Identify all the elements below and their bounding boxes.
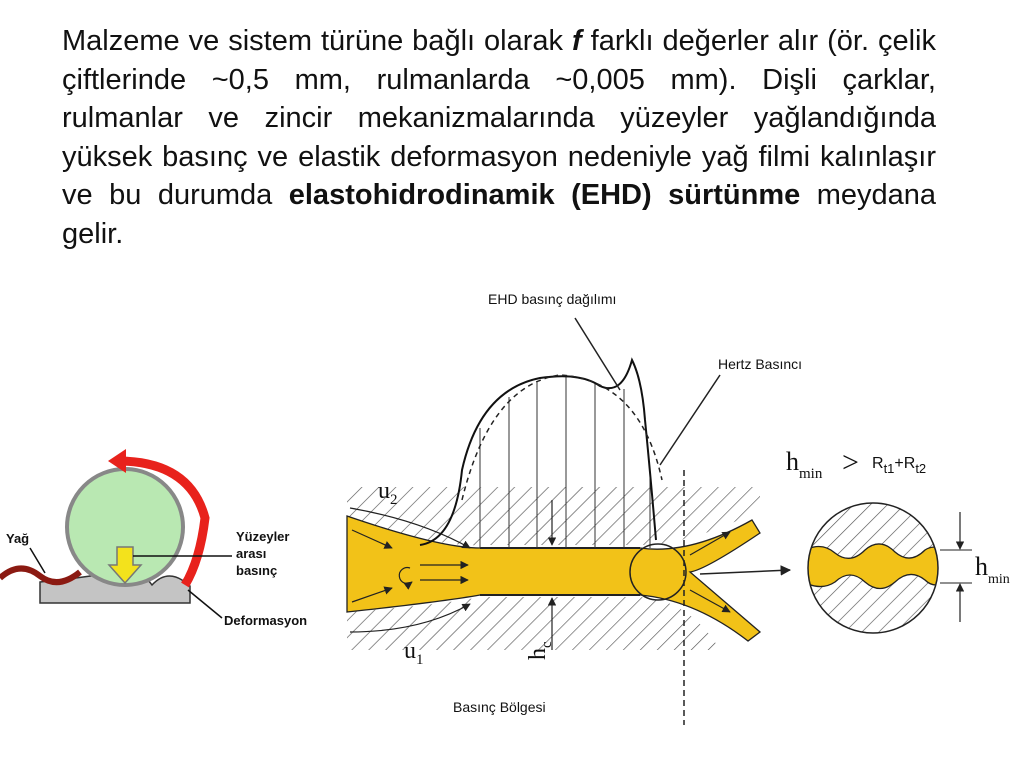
pressure-label-line-2: arası: [236, 546, 266, 561]
u1-label: u1: [404, 638, 424, 668]
left-figure: Yağ Yüzeyler arası basınç Deformasyon: [0, 449, 307, 628]
oil-label: Yağ: [6, 531, 29, 546]
greater-than-sign: >: [842, 446, 859, 479]
pressure-zone-label: Basınç Bölgesi: [453, 699, 546, 715]
u2-label: u2: [378, 478, 398, 508]
oil-wave: [0, 565, 82, 585]
rotation-arrow: [119, 456, 210, 588]
upper-solid: [347, 487, 760, 546]
ehd-figure: EHD basınç dağılımı Hertz Basıncı u2 u1 …: [346, 291, 802, 725]
paragraph-part-3: meydana gelir.: [62, 179, 937, 250]
lower-solid: [347, 597, 720, 650]
pressure-hatch-lines: [479, 375, 651, 548]
hc-label: hc: [525, 641, 555, 660]
hertz-pressure-label: Hertz Basıncı: [718, 356, 802, 372]
hmin-dimension-label: hmin: [975, 552, 1010, 587]
detail-figure: hmin > Rt1+Rt2 hmin: [786, 446, 1010, 634]
ehd-pressure-label: EHD basınç dağılımı: [488, 291, 616, 307]
rotation-arrowhead: [108, 449, 126, 473]
paragraph-part-1: Malzeme ve sistem türüne bağlı olarak: [62, 25, 573, 57]
body-paragraph: Malzeme ve sistem türüne bağlı olarak f …: [62, 22, 936, 253]
rough-oil-gap: [808, 543, 938, 590]
roughness-formula: Rt1+Rt2: [872, 455, 926, 476]
paragraph-part-2: farklı değerler alır (ör. çelik çiftleri…: [62, 25, 937, 211]
paragraph-f-symbol: f: [572, 25, 582, 57]
hmin-formula-left: hmin: [786, 447, 823, 482]
deformation-label: Deformasyon: [224, 613, 307, 628]
pressure-label-line-1: Yüzeyler: [236, 529, 289, 544]
pressure-label-line-3: basınç: [236, 563, 277, 578]
hertz-pressure-curve: [461, 374, 663, 501]
paragraph-bold-term: elastohidrodinamik (EHD) sürtünme: [288, 179, 801, 211]
contact-zone-circle: [629, 543, 687, 601]
